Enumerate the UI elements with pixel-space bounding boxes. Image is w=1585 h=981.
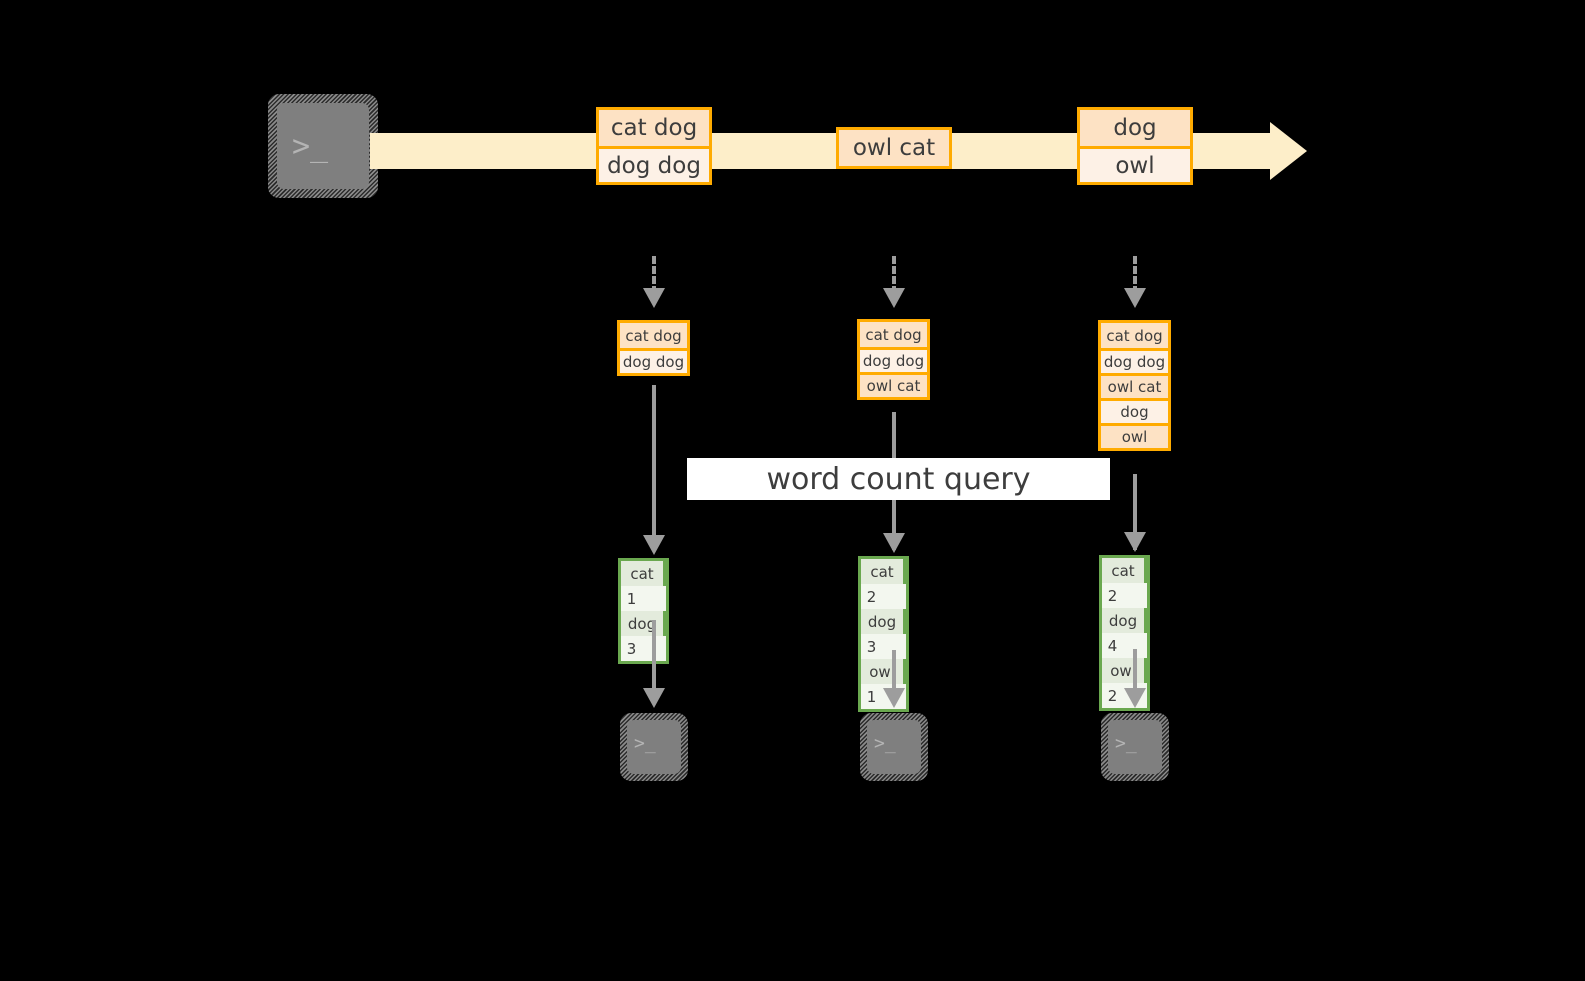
snapshot-3-message-list[interactable]: cat dog dog dog owl cat dog owl [1098, 320, 1171, 451]
terminal-prompt-glyph: >_ [1115, 733, 1137, 754]
snapshot-3-result-table[interactable]: cat 2 dog 4 owl 2 [1099, 555, 1150, 711]
terminal-screen [1108, 720, 1162, 774]
table-row: cat 1 [620, 560, 668, 611]
snapshot-2-query-arrow-icon [883, 533, 905, 553]
snapshot-2-result-table[interactable]: cat 2 dog 3 owl 1 [858, 556, 909, 712]
stream-message-group-2[interactable]: owl cat [836, 127, 952, 169]
list-item: cat dog [860, 322, 927, 347]
snapshot-2-message-list[interactable]: cat dog dog dog owl cat [857, 319, 930, 400]
source-terminal-icon: >_ [268, 94, 378, 198]
snapshot-2-terminal-icon: >_ [860, 713, 928, 781]
snapshot-3-dashed-connector [1133, 256, 1137, 294]
snapshot-2-dashed-connector [892, 256, 896, 294]
terminal-prompt-glyph: >_ [634, 733, 656, 754]
snapshot-1-result-table[interactable]: cat 1 dog 3 [618, 558, 669, 664]
result-word: dog [861, 609, 906, 634]
terminal-prompt-glyph: >_ [874, 733, 896, 754]
stream-message-group-3[interactable]: dog owl [1077, 107, 1193, 185]
list-item: owl [1101, 423, 1168, 448]
table-row: dog 3 [860, 609, 908, 659]
snapshot-1-sink-arrow-icon [643, 688, 665, 708]
stream-message: cat dog [599, 110, 709, 146]
stream-message: owl cat [839, 130, 949, 166]
snapshot-3-sink-connector [1133, 649, 1137, 700]
result-word: owl [861, 659, 906, 684]
list-item: dog [1101, 398, 1168, 423]
stream-message-group-1[interactable]: cat dog dog dog [596, 107, 712, 185]
result-word: dog [621, 611, 666, 636]
list-item: dog dog [620, 348, 687, 373]
snapshot-1-sink-connector [652, 620, 656, 700]
result-count: 1 [621, 586, 642, 611]
snapshot-2-dashed-arrow-icon [883, 288, 905, 308]
event-stream-arrow-icon [1270, 122, 1307, 180]
snapshot-3-query-arrow-icon [1124, 532, 1146, 552]
table-row: dog 4 [1101, 608, 1149, 658]
result-word: dog [1102, 608, 1147, 633]
table-row: owl 2 [1101, 658, 1149, 710]
result-word: owl [1102, 658, 1147, 683]
result-count: 3 [861, 634, 882, 659]
terminal-screen [867, 720, 921, 774]
list-item: owl cat [1101, 373, 1168, 398]
stream-message: owl [1080, 146, 1190, 182]
result-count: 4 [1102, 633, 1123, 658]
snapshot-3-sink-arrow-icon [1124, 688, 1146, 708]
table-row: cat 2 [1101, 557, 1149, 608]
query-label: word count query [687, 458, 1110, 500]
snapshot-2-sink-arrow-icon [883, 688, 905, 708]
snapshot-1-dashed-connector [652, 256, 656, 294]
result-count: 2 [1102, 583, 1123, 608]
stream-message: dog [1080, 110, 1190, 146]
snapshot-3-query-connector [1133, 474, 1137, 550]
result-word: cat [1102, 558, 1147, 583]
table-row: owl 1 [860, 659, 908, 711]
list-item: cat dog [620, 323, 687, 348]
snapshot-2-sink-connector [892, 650, 896, 700]
list-item: dog dog [860, 347, 927, 372]
snapshot-3-dashed-arrow-icon [1124, 288, 1146, 308]
terminal-screen [627, 720, 681, 774]
terminal-prompt-glyph: >_ [292, 129, 329, 164]
result-word: cat [861, 559, 906, 584]
snapshot-3-terminal-icon: >_ [1101, 713, 1169, 781]
result-count: 1 [861, 684, 882, 709]
table-row: cat 2 [860, 558, 908, 609]
list-item: cat dog [1101, 323, 1168, 348]
result-count: 3 [621, 636, 642, 661]
snapshot-1-terminal-icon: >_ [620, 713, 688, 781]
result-word: cat [621, 561, 666, 586]
list-item: owl cat [860, 372, 927, 397]
snapshot-1-dashed-arrow-icon [643, 288, 665, 308]
result-count: 2 [1102, 683, 1123, 708]
terminal-screen [277, 103, 369, 189]
table-row: dog 3 [620, 611, 668, 663]
snapshot-1-query-arrow-icon [643, 535, 665, 555]
stream-message: dog dog [599, 146, 709, 182]
result-count: 2 [861, 584, 882, 609]
snapshot-1-query-connector [652, 385, 656, 550]
list-item: dog dog [1101, 348, 1168, 373]
snapshot-1-message-list[interactable]: cat dog dog dog [617, 320, 690, 376]
